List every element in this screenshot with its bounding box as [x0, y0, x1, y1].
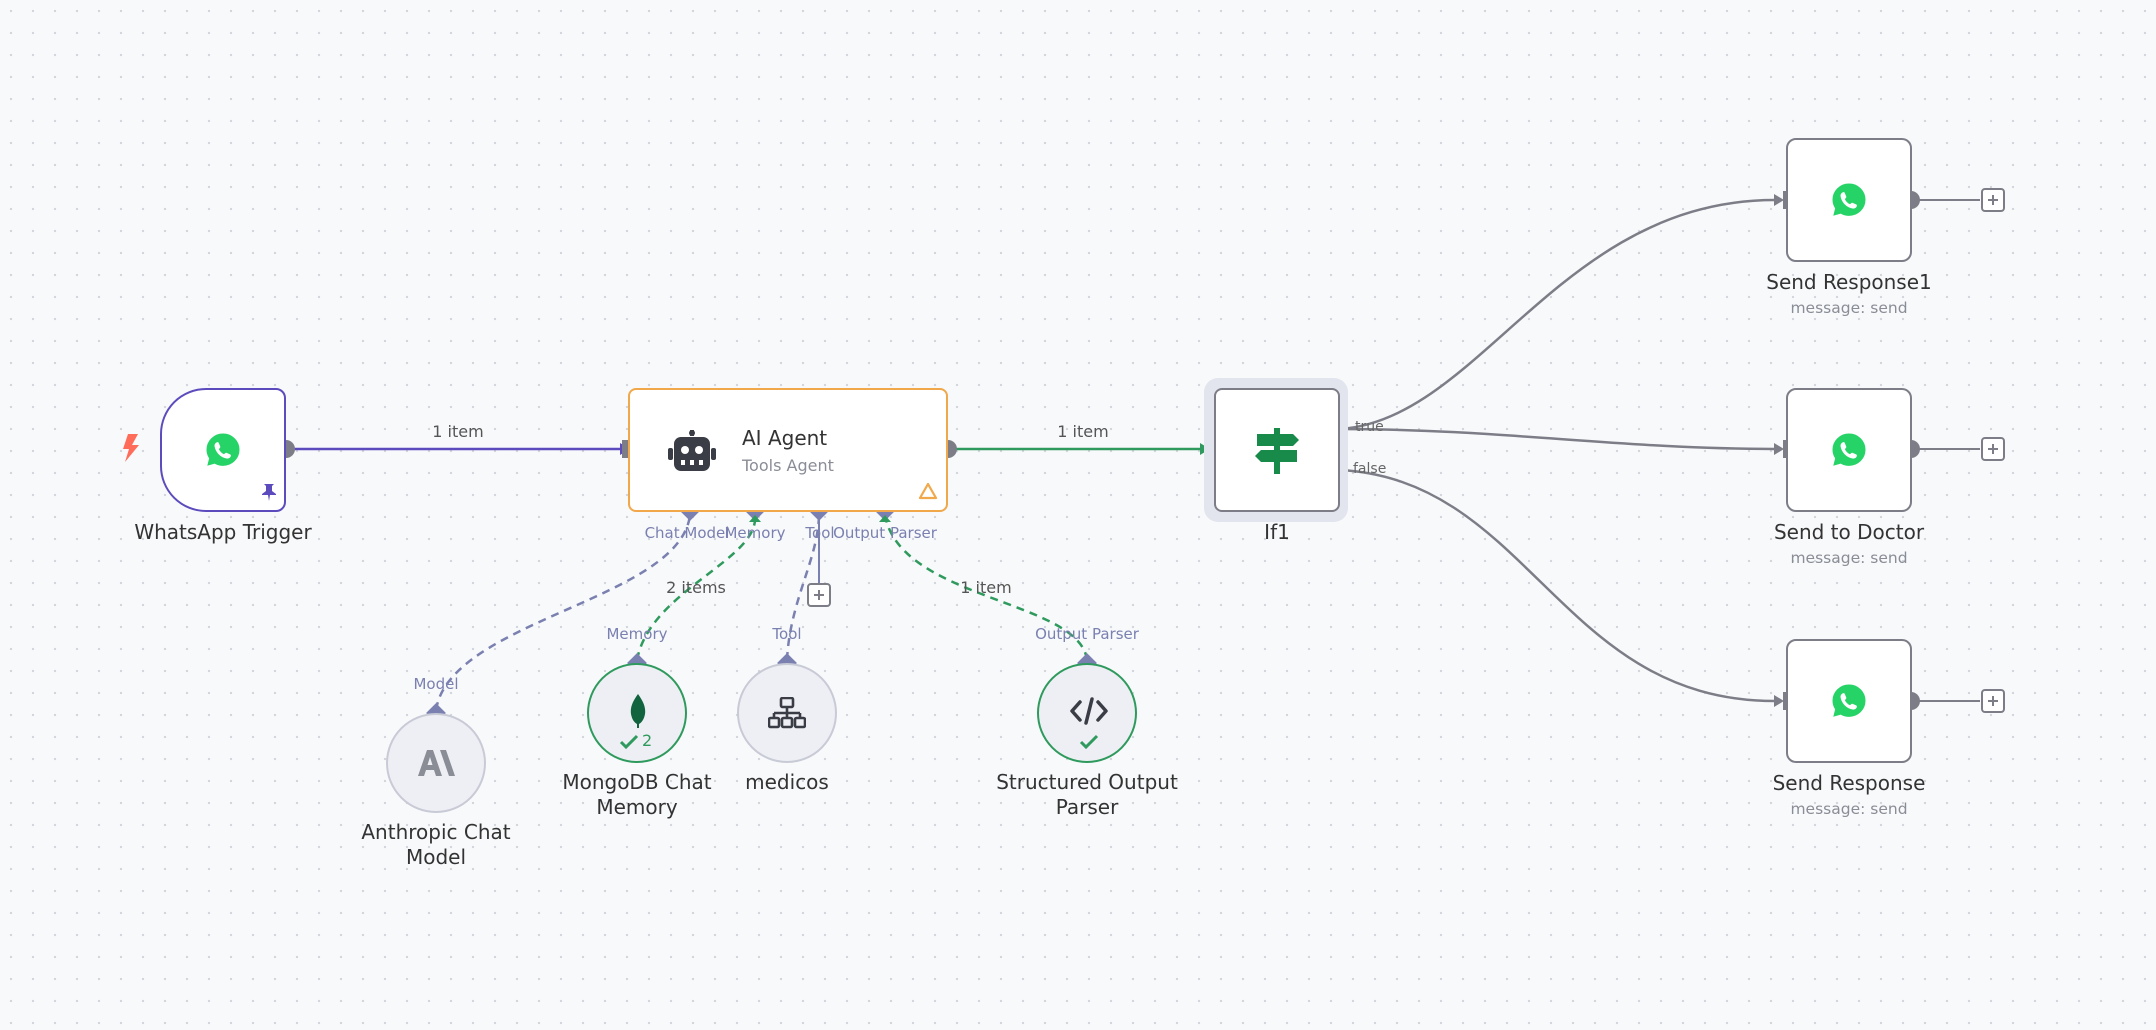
pin-icon[interactable] — [260, 482, 278, 502]
node-title: medicos — [745, 770, 829, 794]
send-to-doctor-node[interactable] — [1786, 388, 1912, 512]
send-response1-node[interactable] — [1786, 138, 1912, 262]
plus-icon — [1988, 195, 1998, 205]
mongodb-chat-memory-node[interactable]: 2 — [587, 663, 687, 763]
port-label-model: Model — [413, 675, 459, 693]
add-node-button[interactable] — [1981, 188, 2005, 212]
code-icon — [1070, 697, 1108, 725]
check-icon — [1079, 734, 1099, 750]
port-label-chat-model: Chat Model — [644, 524, 730, 542]
edge-label-trigger-agent: 1 item — [432, 422, 484, 441]
item-count-badge: 2 — [642, 731, 653, 750]
if-false-label: false — [1353, 461, 1387, 477]
add-node-button[interactable] — [1981, 689, 2005, 713]
node-title: If1 — [1264, 520, 1290, 544]
add-tool-button[interactable] — [807, 583, 831, 607]
port-label-tool: Tool — [805, 524, 835, 542]
node-subtitle: message: send — [1790, 549, 1908, 567]
structured-output-parser-node[interactable] — [1037, 663, 1137, 763]
connection-parser-output — [883, 514, 1089, 661]
trigger-bolt-icon — [123, 434, 139, 462]
mongodb-leaf-icon — [630, 694, 646, 728]
ai-agent-node[interactable]: AI Agent Tools Agent — [628, 388, 948, 512]
plus-icon — [1988, 444, 1998, 454]
whatsapp-trigger-node[interactable] — [160, 388, 286, 512]
edge-label-parser: 1 item — [960, 578, 1012, 597]
port-label-memory: Memory — [724, 524, 786, 542]
port-label-output-parser-sub: Output Parser — [1035, 625, 1139, 643]
whatsapp-icon — [1830, 682, 1868, 720]
connection-if-true-send-response1 — [1339, 198, 1776, 431]
node-subtitle: message: send — [1790, 800, 1908, 818]
connection-anthropic-chat-model — [434, 514, 692, 711]
agent-title: AI Agent — [742, 426, 828, 450]
edge-label-agent-if: 1 item — [1057, 422, 1109, 441]
check-icon — [619, 734, 639, 750]
node-title: Structured Output Parser — [996, 770, 1178, 819]
connection-if-true-send-to-doctor — [1339, 427, 1776, 451]
node-title: Send Response — [1772, 771, 1926, 795]
warning-icon[interactable] — [918, 482, 938, 500]
agent-subtitle: Tools Agent — [742, 456, 834, 475]
node-title: Anthropic Chat Model — [361, 820, 511, 869]
whatsapp-icon — [1830, 181, 1868, 219]
port-label-output-parser: Output Parser — [833, 524, 937, 542]
edge-label-memory: 2 items — [666, 578, 726, 597]
medicos-tool-node[interactable] — [737, 663, 837, 763]
node-subtitle: message: send — [1790, 299, 1908, 317]
node-title: Send to Doctor — [1773, 520, 1925, 544]
port-label-tool-sub: Tool — [772, 625, 802, 643]
network-icon — [768, 697, 806, 729]
send-response-node[interactable] — [1786, 639, 1912, 763]
node-title: MongoDB Chat Memory — [562, 770, 712, 819]
anthropic-chat-model-node[interactable] — [386, 713, 486, 813]
robot-icon — [668, 430, 716, 471]
plus-icon — [1988, 696, 1998, 706]
add-node-button[interactable] — [1981, 437, 2005, 461]
connection-if-false-send-response — [1339, 468, 1776, 703]
connection-medicos-tool — [785, 514, 821, 661]
port-label-memory-sub: Memory — [606, 625, 668, 643]
anthropic-icon — [418, 750, 455, 776]
if-true-label: true — [1355, 419, 1384, 435]
if-node[interactable] — [1214, 388, 1340, 512]
node-title: WhatsApp Trigger — [134, 520, 312, 544]
signpost-icon — [1255, 428, 1299, 474]
whatsapp-icon — [1830, 431, 1868, 469]
connection-mongodb-memory — [635, 514, 757, 661]
whatsapp-icon — [204, 431, 242, 469]
plus-icon — [814, 590, 824, 600]
node-title: Send Response1 — [1766, 270, 1932, 294]
